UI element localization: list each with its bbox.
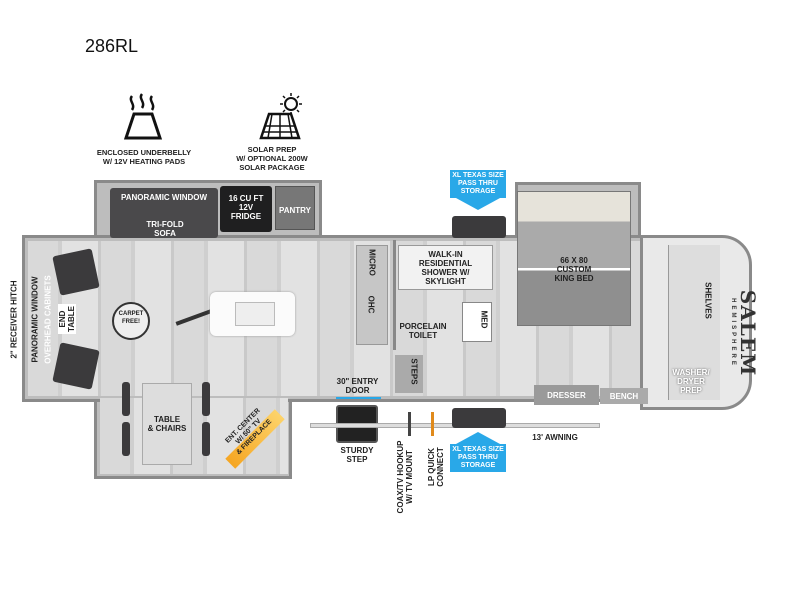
recliner-top: [52, 248, 100, 296]
shower: [398, 245, 493, 290]
feature-underbelly-label: ENCLOSED UNDERBELLY W/ 12V HEATING PADS: [96, 148, 192, 166]
panoramic-window-top-label: PANORAMIC WINDOW: [120, 193, 208, 202]
sink: [235, 302, 275, 326]
dining-table: [142, 383, 192, 465]
dresser: [534, 385, 599, 405]
chair: [122, 382, 130, 416]
sturdy-step-label: STURDY STEP: [340, 446, 374, 464]
sofa-label: TRI-FOLD SOFA: [146, 220, 184, 238]
coax-label: COAX/TV HOOKUP W/ TV MOUNT: [396, 440, 414, 514]
lp-connector: [431, 412, 434, 436]
med-label: MED: [479, 310, 489, 329]
king-bed: [517, 191, 631, 326]
fridge: [220, 186, 272, 232]
carpet-free-badge: [112, 302, 150, 340]
awning-label: 13' AWNING: [532, 433, 578, 442]
table-label: TABLE & CHAIRS: [147, 415, 187, 433]
model-title: 286RL: [85, 36, 139, 56]
washer-label: WASHER/ DRYER PREP: [672, 368, 710, 395]
bathroom-wall: [393, 240, 396, 350]
storage-bottom-label: XL TEXAS SIZE PASS THRU STORAGE: [450, 444, 506, 472]
hitch-label: 2" RECEIVER HITCH: [9, 280, 19, 359]
shelves-label: SHELVES: [703, 282, 713, 319]
solar-panel-icon: [259, 93, 302, 140]
vanity: [462, 302, 492, 342]
coax-connector: [408, 412, 411, 436]
pantry: [275, 186, 315, 230]
bed-label: 66 X 80 CUSTOM KING BED: [554, 256, 594, 283]
counter: [356, 245, 388, 345]
storage-callout-bottom: XL TEXAS SIZE PASS THRU STORAGE: [450, 432, 506, 472]
chair: [202, 382, 210, 416]
fridge-label: 16 CU FT 12V FRIDGE: [228, 194, 264, 221]
bench-label: BENCH: [609, 392, 639, 401]
carpet-free-label: CARPET FREE!: [118, 311, 144, 325]
lp-label: LP QUICK CONNECT: [427, 447, 445, 487]
toilet-label: PORCELAIN TOILET: [399, 322, 447, 340]
brand-logo: SALEM HEMISPHERE: [730, 278, 760, 388]
pass-thru-door-bottom: [452, 408, 506, 428]
chair: [122, 422, 130, 456]
heated-underbelly-icon: [123, 93, 163, 140]
overhead-cabinets-label: OVERHEAD CABINETS: [43, 275, 53, 364]
dresser-label: DRESSER: [547, 391, 586, 400]
micro-label: MICRO: [367, 249, 377, 276]
storage-callout-top: XL TEXAS SIZE PASS THRU STORAGE: [450, 170, 506, 210]
closet: [668, 245, 720, 400]
steps-label: STEPS: [409, 358, 419, 385]
chair: [202, 422, 210, 456]
shower-label: WALK-IN RESIDENTIAL SHOWER W/ SKYLIGHT: [418, 250, 473, 286]
sofa: [110, 188, 218, 238]
storage-top-label: XL TEXAS SIZE PASS THRU STORAGE: [450, 170, 506, 198]
panoramic-window-rear-label: PANORAMIC WINDOW: [30, 276, 40, 363]
pass-thru-door-top: [452, 216, 506, 238]
brand-name: SALEM: [736, 289, 760, 377]
end-table-label: END TABLE: [58, 304, 76, 334]
entry-door-dimension: [336, 397, 381, 399]
feature-solar-label: SOLAR PREP W/ OPTIONAL 200W SOLAR PACKAG…: [236, 145, 308, 172]
bench: [600, 388, 648, 404]
recliner-bottom: [52, 342, 100, 390]
entry-door-label: 30" ENTRY DOOR: [336, 377, 379, 395]
steps: [395, 355, 423, 393]
pantry-label: PANTRY: [279, 206, 311, 215]
ohc-label: OHC: [366, 295, 376, 314]
